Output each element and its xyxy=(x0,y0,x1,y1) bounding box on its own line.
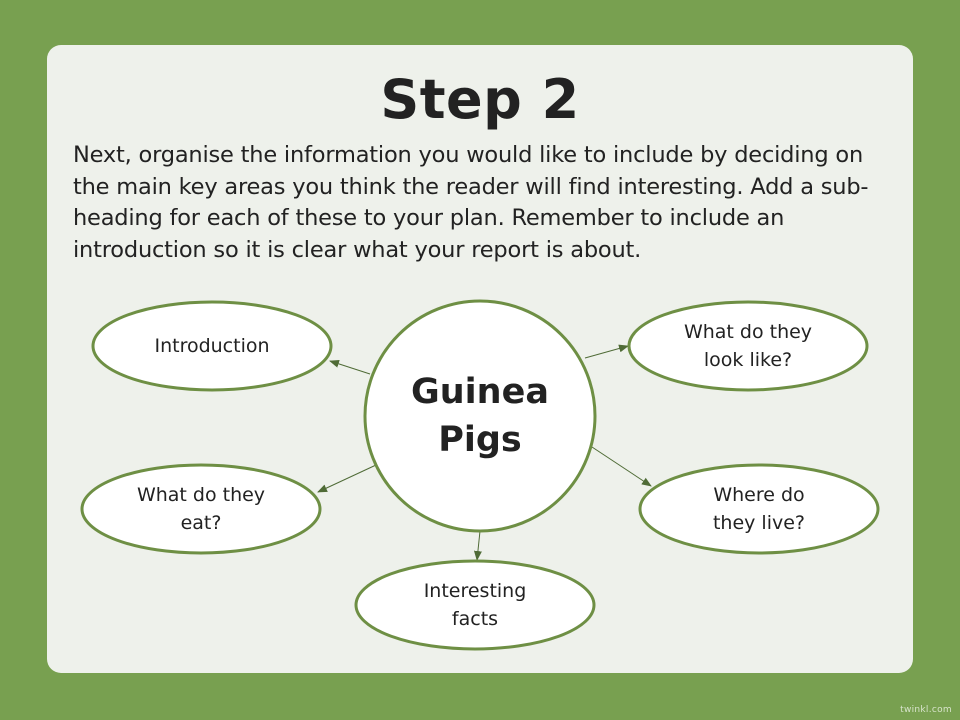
node-look-like-label: What do they look like? xyxy=(683,321,813,371)
watermark: twinkl.com xyxy=(900,705,952,715)
node-facts-shape xyxy=(354,559,596,651)
node-introduction-label: Introduction xyxy=(154,335,270,357)
arrow-to-facts xyxy=(473,530,482,561)
node-introduction-shape xyxy=(91,300,333,392)
node-eat-label: What do they eat? xyxy=(136,484,266,534)
arrow-to-introduction xyxy=(329,359,371,375)
instructions-text: Next, organise the information you would… xyxy=(73,142,869,263)
node-live-label: Where do they live? xyxy=(712,484,806,534)
node-live-shape xyxy=(638,463,880,555)
arrow-to-eat xyxy=(317,464,377,493)
center-node-shape xyxy=(363,299,597,533)
node-look-like-shape xyxy=(627,300,869,392)
arrow-to-look-like xyxy=(584,344,629,359)
arrow-to-live xyxy=(591,446,652,487)
center-node-label: Guinea Pigs xyxy=(411,372,549,460)
node-facts-label: Interesting facts xyxy=(423,580,527,630)
node-eat-shape xyxy=(80,463,322,555)
page-title: Step 2 xyxy=(380,68,580,131)
